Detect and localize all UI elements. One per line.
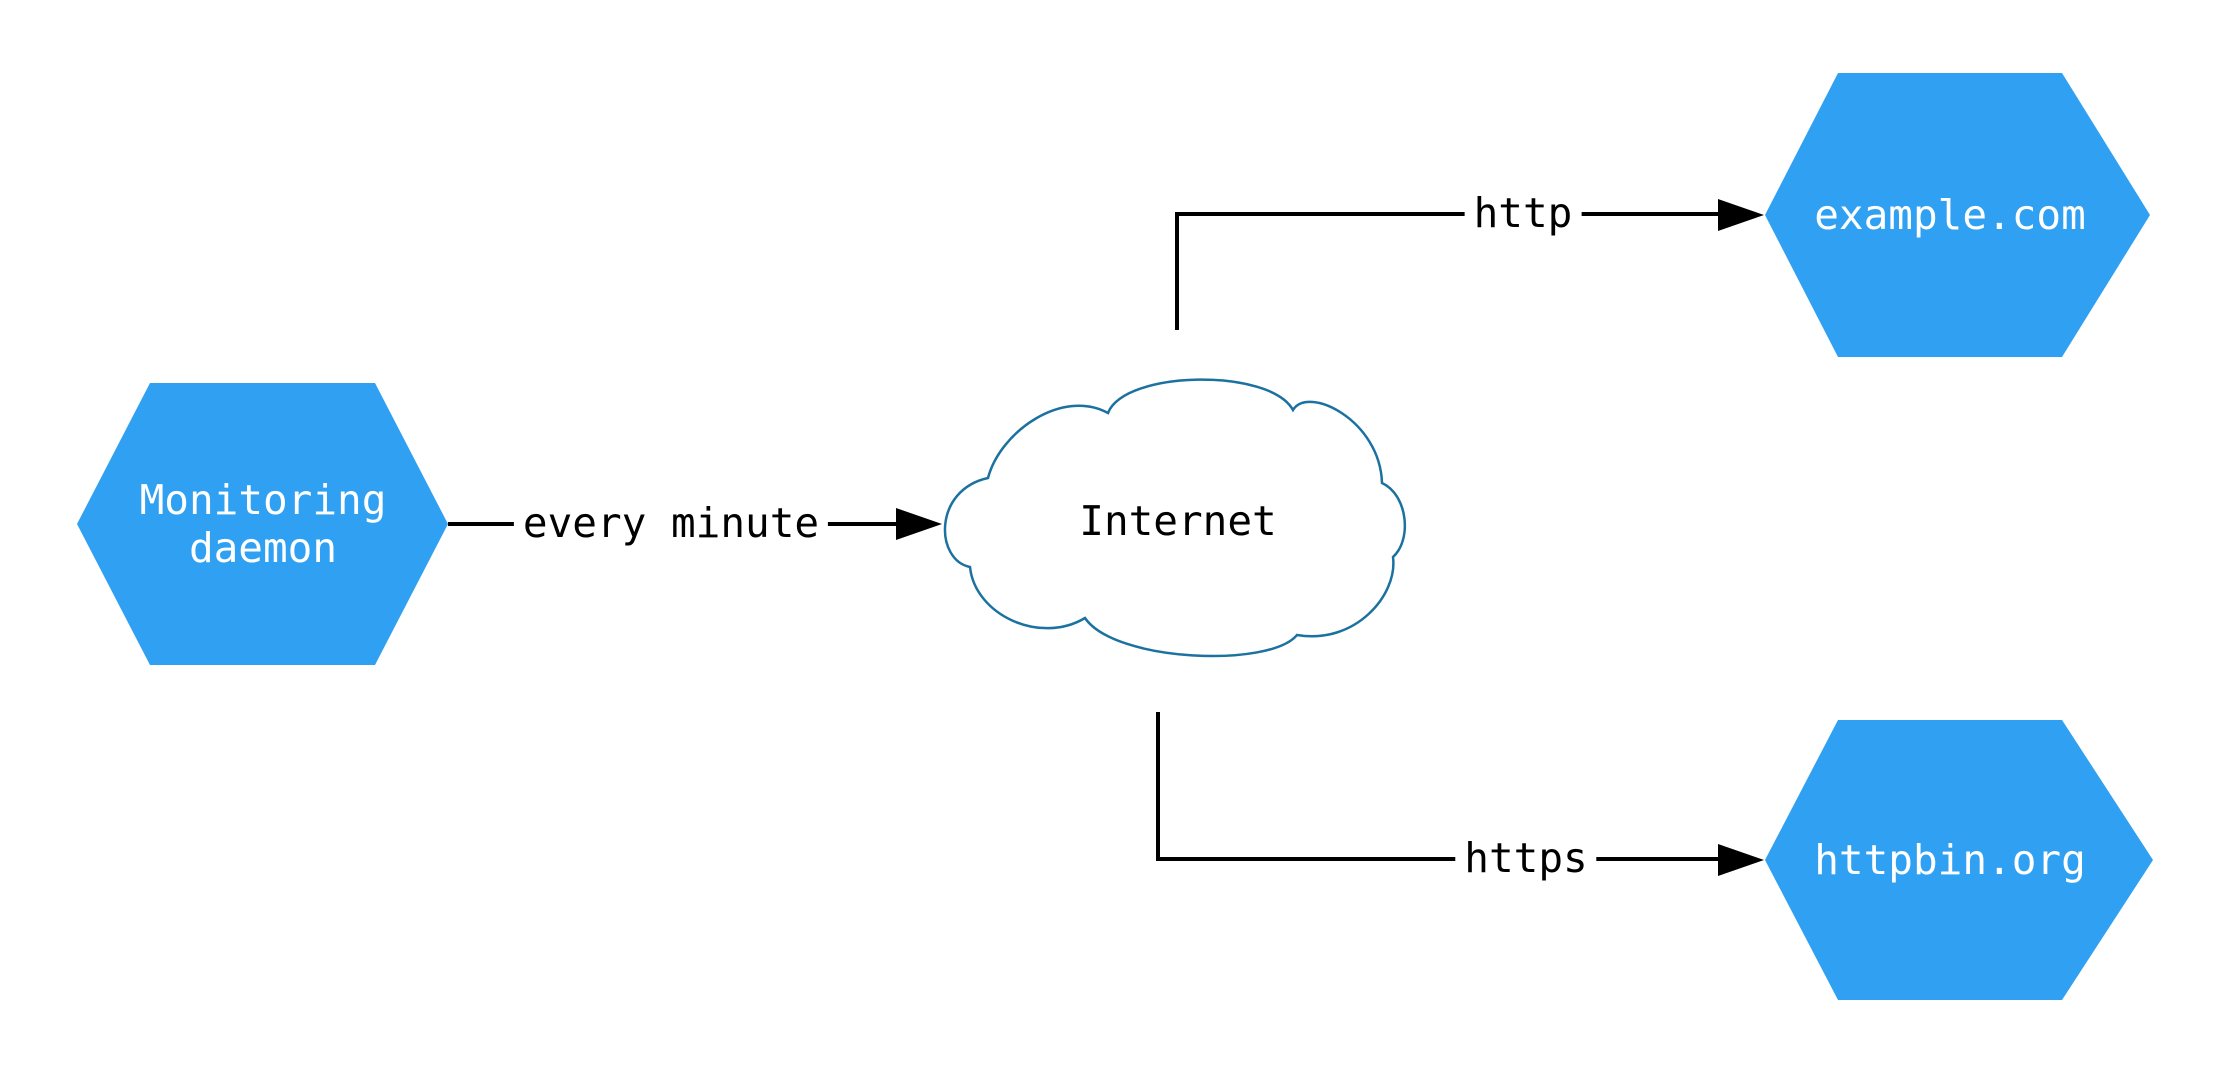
every-minute-arrowhead [896,508,942,540]
example-com-label: example.com [1814,191,2086,239]
monitoring-daemon-hexagon [77,383,448,665]
http-arrowhead [1718,199,1764,231]
internet-label: Internet [1079,497,1277,545]
httpbin-org-hexagon [1765,720,2153,1000]
monitoring-daemon-label: Monitoring daemon [140,476,387,572]
monitoring-daemon-label-line2: daemon [188,524,338,572]
example-com-hexagon [1765,73,2150,357]
https-edge-line [1156,712,1721,861]
internet-cloud [943,378,1407,658]
httpbin-org-label: httpbin.org [1814,836,2086,884]
https-arrowhead [1718,844,1764,876]
monitoring-daemon-label-line1: Monitoring [139,476,387,524]
https-edge-label: https [1455,834,1597,882]
http-edge-label: http [1464,189,1582,237]
http-edge-line [1175,212,1721,330]
every-minute-edge-label: every minute [513,499,829,547]
